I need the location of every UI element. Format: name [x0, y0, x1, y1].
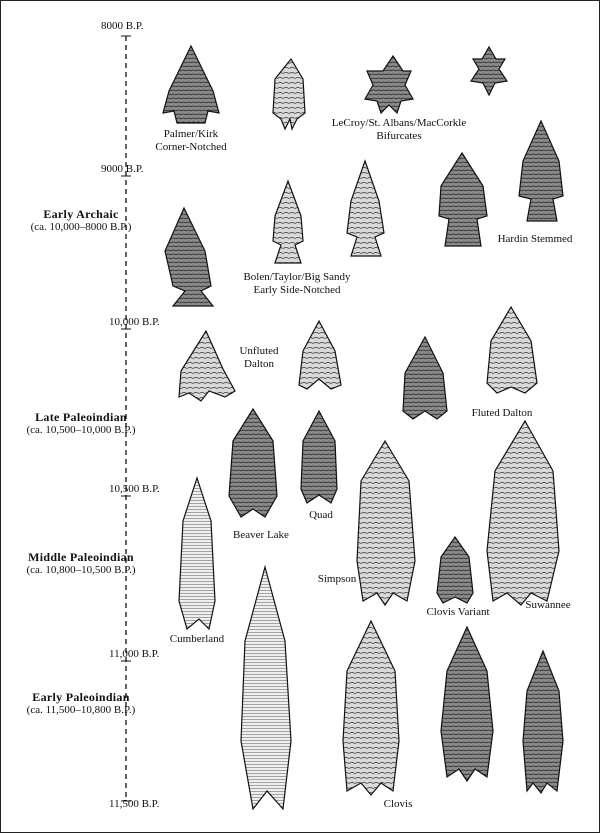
- label-clovis: Clovis: [383, 798, 413, 810]
- period-early-paleoindian-range: (ca. 11,500–10,800 B.P.): [26, 704, 136, 716]
- date-label-9000: 9000 B.P.: [101, 163, 144, 175]
- point-simpson: [356, 439, 416, 607]
- point-lecroy-1: [272, 57, 306, 131]
- date-label-10500: 10,500 B.P.: [109, 483, 160, 495]
- label-beaver-lake: Beaver Lake: [233, 529, 289, 541]
- label-suwannee: Suwannee: [525, 599, 571, 611]
- point-bolen-2: [272, 179, 304, 264]
- period-late-paleoindian-range: (ca. 10,500–10,000 B.P.): [26, 424, 136, 436]
- date-label-8000: 8000 B.P.: [101, 20, 144, 32]
- period-early-archaic: Early Archaic: [43, 207, 119, 221]
- point-hardin-1: [438, 151, 488, 247]
- label-quad: Quad: [309, 509, 333, 521]
- label-clovis-variant: Clovis Variant: [426, 606, 490, 618]
- period-middle-paleoindian: Middle Paleoindian: [28, 550, 134, 564]
- label-fluted-dalton: Fluted Dalton: [471, 407, 533, 419]
- period-early-archaic-range: (ca. 10,000–8000 B.P.): [30, 221, 132, 233]
- point-unfluted-dalton-2: [298, 319, 342, 390]
- point-clovis-3: [440, 625, 494, 783]
- point-clovis-2: [342, 619, 400, 796]
- label-cumberland: Cumberland: [169, 633, 225, 645]
- point-unfluted-dalton-1: [178, 329, 236, 402]
- point-quad: [300, 409, 338, 504]
- point-lecroy-3: [469, 45, 509, 97]
- point-lecroy-2: [364, 54, 414, 115]
- point-suwannee: [486, 419, 560, 606]
- period-late-paleoindian: Late Paleoindian: [35, 410, 127, 424]
- date-label-11500: 11,500 B.P.: [109, 798, 160, 810]
- label-hardin-stemmed: Hardin Stemmed: [497, 233, 573, 245]
- point-palmer-kirk: [162, 44, 220, 124]
- point-bolen-1: [164, 206, 215, 307]
- date-label-11000: 11,000 B.P.: [109, 648, 160, 660]
- point-beaver-lake: [228, 407, 278, 518]
- point-fluted-dalton-2: [486, 305, 538, 394]
- label-simpson: Simpson: [317, 573, 357, 585]
- point-fluted-dalton-1: [402, 335, 448, 420]
- point-clovis-1: [240, 564, 292, 811]
- point-bolen-3: [346, 159, 385, 257]
- period-middle-paleoindian-range: (ca. 10,800–10,500 B.P.): [26, 564, 136, 576]
- period-early-paleoindian: Early Paleoindian: [32, 690, 130, 704]
- point-clovis-variant: [436, 535, 474, 604]
- point-clovis-4: [522, 649, 564, 795]
- point-cumberland: [178, 476, 216, 631]
- date-label-10000: 10,000 B.P.: [109, 316, 160, 328]
- point-hardin-2: [518, 119, 564, 222]
